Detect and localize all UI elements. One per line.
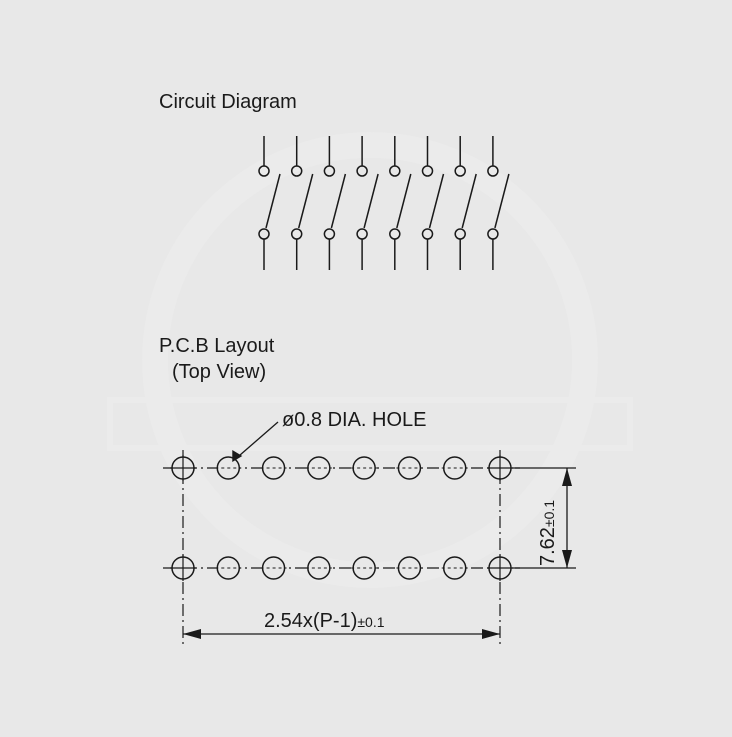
pcb-hole xyxy=(260,456,287,480)
switch-bottom-contact xyxy=(290,228,303,240)
switch-7 xyxy=(454,136,477,270)
pcb-hole xyxy=(351,456,378,480)
switch-4 xyxy=(356,136,379,270)
switch-top-contact xyxy=(258,165,270,177)
switch-top-contact xyxy=(290,165,303,177)
switch-bottom-contact xyxy=(421,228,434,240)
switch-blade xyxy=(297,173,314,229)
pitch-dimension-label: 2.54x(P-1)±0.1 xyxy=(264,610,385,632)
pcb-hole xyxy=(487,455,513,481)
switch-bottom-contact xyxy=(323,228,336,240)
pitch-arrow-left xyxy=(183,629,201,639)
switch-blade xyxy=(428,173,445,229)
switch-bottom-contact xyxy=(389,228,401,240)
switch-blade xyxy=(461,173,477,229)
switch-top-contact xyxy=(421,165,434,177)
switch-bottom-contact xyxy=(258,228,270,240)
hole-leader-line xyxy=(233,421,279,461)
switch-array xyxy=(258,136,510,270)
switch-top-contact xyxy=(356,165,368,177)
row-spacing-arrow-bottom xyxy=(562,550,572,568)
row-spacing-arrow-top xyxy=(562,468,572,486)
pcb-hole xyxy=(441,456,468,480)
pcb-layout-title: P.C.B Layout xyxy=(159,335,275,357)
pcb-footprint xyxy=(163,421,576,645)
pcb-hole xyxy=(305,556,332,580)
pcb-hole xyxy=(215,456,242,480)
switch-blade xyxy=(396,173,412,229)
switch-3 xyxy=(323,136,347,270)
switch-top-contact xyxy=(323,165,336,177)
pcb-hole xyxy=(170,555,196,581)
switch-top-contact xyxy=(487,165,499,177)
pitch-arrow-right xyxy=(482,629,500,639)
pcb-hole xyxy=(396,556,423,580)
row-spacing-dimension-label: 7.62±0.1 xyxy=(537,500,559,566)
switch-top-contact xyxy=(389,165,401,177)
pcb-hole xyxy=(260,556,287,580)
hole-leader-arrowhead xyxy=(232,450,243,462)
circuit-diagram-title: Circuit Diagram xyxy=(159,91,297,113)
switch-6 xyxy=(421,136,445,270)
switch-blade xyxy=(330,173,347,229)
hole-size-label: ø0.8 DIA. HOLE xyxy=(282,409,427,431)
switch-blade xyxy=(265,173,281,229)
switch-top-contact xyxy=(454,165,466,177)
pcb-hole xyxy=(305,456,332,480)
switch-blade xyxy=(494,173,510,229)
switch-1 xyxy=(258,136,281,270)
pcb-hole xyxy=(215,556,242,580)
pcb-hole xyxy=(441,556,468,580)
pcb-hole xyxy=(170,455,196,481)
pcb-layout-subtitle: (Top View) xyxy=(172,361,266,383)
switch-5 xyxy=(389,136,412,270)
pcb-hole xyxy=(351,556,378,580)
pcb-hole xyxy=(396,456,423,480)
switch-bottom-contact xyxy=(454,228,466,240)
pcb-hole xyxy=(487,555,513,581)
switch-blade xyxy=(363,173,379,229)
switch-8 xyxy=(487,136,510,270)
switch-2 xyxy=(290,136,314,270)
switch-bottom-contact xyxy=(487,228,499,240)
switch-bottom-contact xyxy=(356,228,368,240)
